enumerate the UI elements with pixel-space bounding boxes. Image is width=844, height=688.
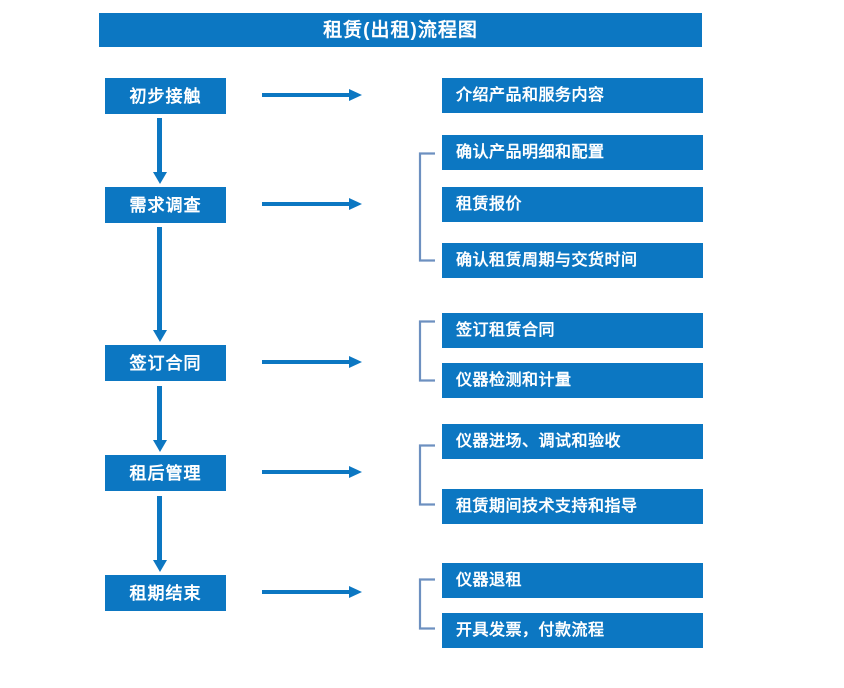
detail-label: 签订租赁合同	[456, 321, 556, 339]
arrow-right-icon-stage3	[262, 355, 362, 369]
arrow-down-icon-stage4-stage5	[150, 496, 170, 572]
detail-label: 租赁报价	[456, 195, 523, 213]
arrow-right-icon-stage4	[262, 465, 362, 479]
arrow-right-icon-stage5	[262, 585, 362, 599]
arrow-right-icon-stage2	[262, 197, 362, 211]
stage-box-initial-contact[interactable]: 初步接触	[105, 78, 226, 114]
detail-box-rental-quote[interactable]: 租赁报价	[442, 187, 703, 222]
stage-box-sign-contract[interactable]: 签订合同	[105, 345, 226, 381]
detail-box-invoice-payment[interactable]: 开具发票，付款流程	[442, 613, 703, 648]
detail-box-instrument-inspection[interactable]: 仪器检测和计量	[442, 363, 703, 398]
stage-label: 租期结束	[129, 583, 202, 603]
detail-label: 租赁期间技术支持和指导	[456, 497, 638, 515]
detail-label: 介绍产品和服务内容	[456, 86, 605, 104]
stage-label: 签订合同	[129, 353, 202, 373]
stage-label: 租后管理	[129, 463, 202, 483]
detail-label: 仪器进场、调试和验收	[456, 432, 622, 450]
stage-label: 需求调查	[129, 195, 202, 215]
group-bracket-icon-lease-end	[418, 578, 435, 630]
arrow-down-icon-stage2-stage3	[150, 227, 170, 342]
stage-box-post-rental-management[interactable]: 租后管理	[105, 455, 226, 491]
detail-label: 确认产品明细和配置	[456, 143, 605, 161]
page-title: 租赁(出租)流程图	[323, 19, 478, 41]
detail-box-confirm-lease-period[interactable]: 确认租赁周期与交货时间	[442, 243, 703, 278]
detail-label: 仪器检测和计量	[456, 371, 572, 389]
stage-label: 初步接触	[129, 86, 202, 106]
group-bracket-icon-sign-contract	[418, 320, 435, 382]
detail-label: 确认租赁周期与交货时间	[456, 251, 638, 269]
group-bracket-icon-needs-survey	[418, 152, 435, 262]
detail-box-instrument-entry-commissioning[interactable]: 仪器进场、调试和验收	[442, 424, 703, 459]
detail-box-introduce-products[interactable]: 介绍产品和服务内容	[442, 78, 703, 113]
diagram-title-bar: 租赁(出租)流程图	[99, 13, 702, 47]
stage-box-needs-survey[interactable]: 需求调查	[105, 187, 226, 223]
detail-label: 仪器退租	[456, 571, 523, 589]
group-bracket-icon-post-rental	[418, 444, 435, 506]
detail-box-confirm-product-spec[interactable]: 确认产品明细和配置	[442, 135, 703, 170]
detail-box-sign-lease-contract[interactable]: 签订租赁合同	[442, 313, 703, 348]
stage-box-lease-end[interactable]: 租期结束	[105, 575, 226, 611]
arrow-right-icon-stage1	[262, 88, 362, 102]
arrow-down-icon-stage1-stage2	[150, 118, 170, 184]
arrow-down-icon-stage3-stage4	[150, 386, 170, 452]
detail-box-instrument-return[interactable]: 仪器退租	[442, 563, 703, 598]
detail-label: 开具发票，付款流程	[456, 621, 605, 639]
detail-box-technical-support[interactable]: 租赁期间技术支持和指导	[442, 489, 703, 524]
